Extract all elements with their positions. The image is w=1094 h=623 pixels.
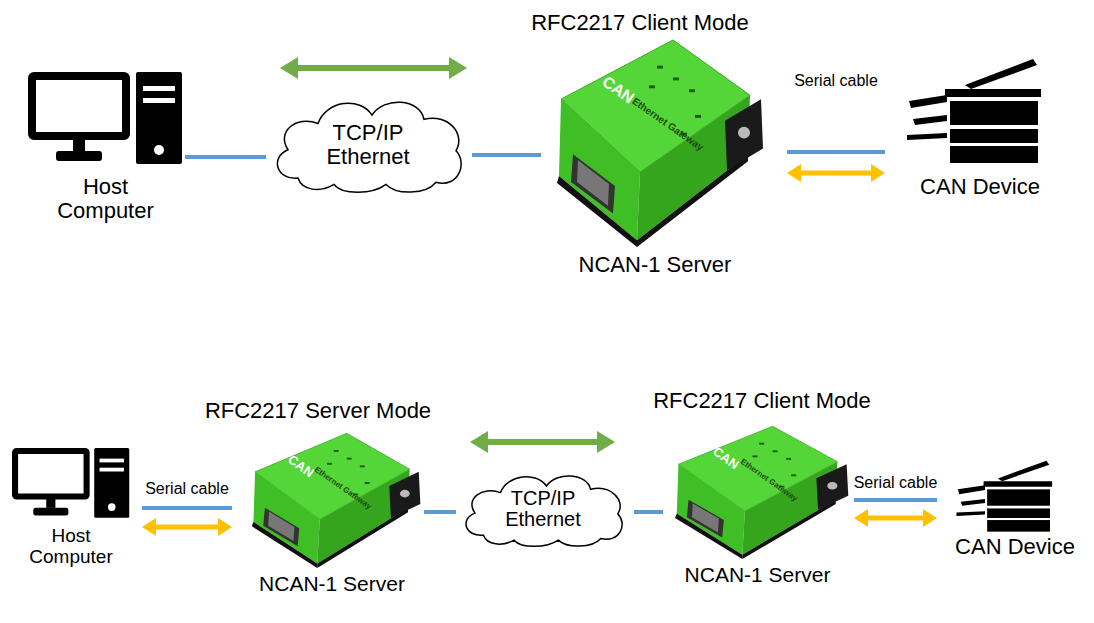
node-label: NCAN-1 Server (579, 253, 732, 277)
device-marking: Ethernet Gateway (630, 95, 706, 152)
arrowhead (218, 518, 232, 536)
gateway-server: CANEthernet GatewayNCAN-1 Server (242, 432, 422, 595)
can-device: CAN Device (895, 55, 1065, 199)
icon-space (665, 425, 850, 563)
gateway-server: CANEthernet GatewayNCAN-1 Server (665, 425, 850, 586)
icon-space (28, 72, 183, 175)
node-label: NCAN-1 Server (685, 563, 831, 586)
device-marking: Ethernet Gateway (738, 457, 799, 503)
edge-label: Serial cable (792, 72, 880, 90)
edge-label: Serial cable (143, 480, 231, 498)
mode-label: RFC2217 Client Mode (653, 388, 871, 414)
icon-space (895, 55, 1065, 175)
arrowhead (871, 164, 885, 182)
can-device-icon (956, 461, 1052, 532)
arrowhead (142, 518, 156, 536)
device-marking: Ethernet Gateway (313, 465, 374, 511)
gateway-device (675, 426, 848, 559)
data-flow-line (868, 516, 923, 521)
host-computer: Host Computer (12, 448, 130, 568)
network-cloud: TCP/IP Ethernet (458, 468, 628, 550)
cable-line (472, 153, 541, 157)
connector (472, 155, 541, 156)
gateway-device (252, 433, 421, 568)
cable-line (142, 506, 232, 510)
node-label: CAN Device (920, 175, 1040, 199)
gateway-server: CANEthernet GatewayNCAN-1 Server (545, 38, 765, 277)
can-device: CAN Device (945, 455, 1085, 559)
icon-space (545, 38, 765, 253)
network-arrow (470, 431, 615, 453)
node-label: Host Computer (21, 526, 121, 568)
cable-line (634, 510, 663, 514)
device-marking: CAN (710, 444, 742, 472)
cable-line (185, 155, 266, 159)
icon-space (242, 432, 422, 572)
connector (787, 152, 885, 182)
cloud-outline (466, 476, 622, 546)
gateway-device (557, 40, 763, 247)
cable-line (424, 510, 456, 514)
node-label: NCAN-1 Server (259, 572, 405, 595)
cable-line (854, 498, 937, 502)
computer-icon (15, 448, 129, 518)
icon-space (945, 455, 1085, 535)
cloud-outline (277, 102, 461, 192)
data-flow-line (801, 171, 871, 176)
host-computer: Host Computer (28, 72, 183, 223)
network-arrow (280, 57, 467, 79)
connector (185, 157, 266, 158)
connector (634, 512, 663, 513)
arrowhead (787, 164, 801, 182)
cloud-label: TCP/IP Ethernet (318, 121, 418, 167)
data-flow-line (156, 525, 218, 530)
node-label: Host Computer (51, 175, 161, 223)
arrowhead (923, 509, 937, 527)
node-label: CAN Device (955, 535, 1075, 559)
connector (424, 512, 456, 513)
can-device-icon (907, 59, 1041, 163)
connector (142, 508, 232, 536)
cloud-label: TCP/IP Ethernet (497, 488, 589, 530)
edge-label: Serial cable (852, 474, 940, 492)
computer-icon (32, 72, 182, 164)
cable-line (787, 150, 885, 154)
mode-label: RFC2217 Client Mode (531, 10, 749, 36)
device-marking: CAN (286, 451, 318, 479)
icon-space (12, 448, 130, 526)
mode-label: RFC2217 Server Mode (205, 398, 431, 424)
network-cloud: TCP/IP Ethernet (268, 92, 468, 197)
arrowhead (854, 509, 868, 527)
connector (854, 500, 937, 527)
